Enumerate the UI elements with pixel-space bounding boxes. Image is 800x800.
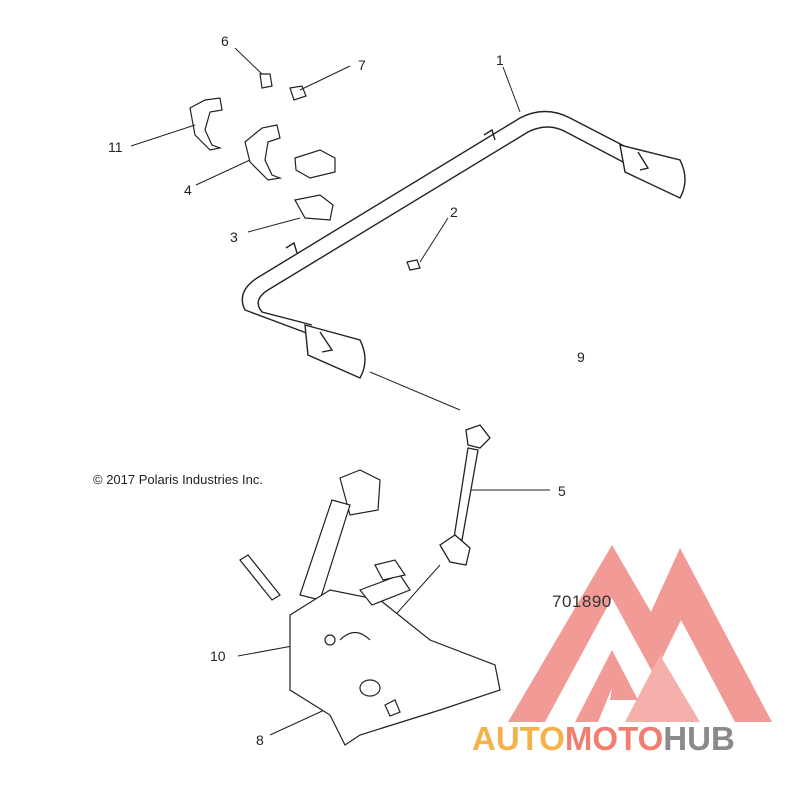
hardware-parts bbox=[189, 73, 421, 271]
callout-6: 6 bbox=[221, 33, 229, 49]
callout-1: 1 bbox=[496, 52, 504, 68]
watermark-text: AUTOMOTOHUB bbox=[472, 720, 735, 758]
watermark-logo bbox=[508, 545, 772, 722]
callout-3: 3 bbox=[230, 229, 238, 245]
stabilizer-link bbox=[439, 424, 491, 566]
watermark-hub: HUB bbox=[663, 720, 735, 757]
callout-10: 10 bbox=[210, 648, 226, 664]
control-arm bbox=[239, 469, 501, 746]
callout-7: 7 bbox=[358, 57, 366, 73]
drawing-number: 701890 bbox=[552, 592, 612, 611]
watermark-moto: MOTO bbox=[564, 720, 664, 757]
copyright-notice: © 2017 Polaris Industries Inc. bbox=[93, 472, 263, 487]
callout-5: 5 bbox=[558, 483, 566, 499]
watermark-auto: AUTO bbox=[472, 720, 565, 757]
stabilizer-bar bbox=[241, 110, 686, 379]
callout-4: 4 bbox=[184, 182, 192, 198]
callout-2: 2 bbox=[450, 204, 458, 220]
callout-8: 8 bbox=[256, 732, 264, 748]
callout-9: 9 bbox=[577, 349, 585, 365]
callout-11: 11 bbox=[108, 139, 123, 155]
